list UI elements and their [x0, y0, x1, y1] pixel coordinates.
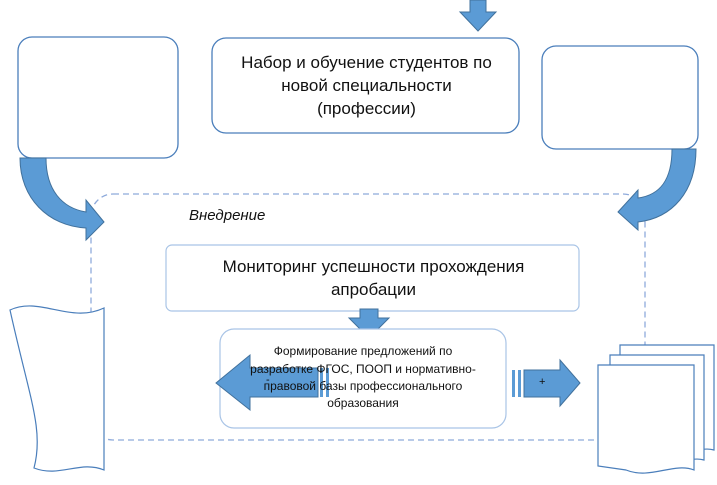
monitoring-box-text: Мониторинг успешности прохождения апроба…	[168, 247, 579, 310]
plus-arrow	[512, 358, 581, 408]
top-down-arrow	[458, 0, 498, 32]
minus-sign: -	[266, 374, 270, 386]
proposals-line-3: правовой базы профессионального	[263, 379, 463, 393]
recruitment-line-2: новой специальности	[281, 76, 452, 96]
proposals-line-1: Формирование предложений по	[273, 344, 453, 359]
right-curved-arrow	[617, 148, 697, 232]
recruitment-box	[211, 37, 520, 134]
recruitment-box-text: Набор и обучение студентов по новой спец…	[214, 40, 519, 133]
right-blank-box	[541, 45, 699, 150]
left-document-shape	[9, 305, 105, 472]
left-curved-arrow	[19, 157, 105, 242]
section-label: Внедрение	[189, 207, 266, 224]
monitoring-line-2: апробации	[330, 279, 417, 299]
minus-arrow	[215, 353, 329, 412]
monitoring-line-1: Мониторинг успешности прохождения	[222, 256, 525, 276]
proposals-line-2: разработке ФГОС, ПООП и нормативно-	[250, 361, 476, 376]
recruitment-line-3: (профессии)	[317, 98, 416, 118]
left-blank-box	[17, 36, 179, 159]
middle-down-arrow	[347, 308, 391, 339]
proposals-box-text: Формирование предложений по разработке Ф…	[232, 334, 494, 422]
proposals-line-4: образования	[327, 396, 399, 411]
recruitment-line-1: Набор и обучение студентов по	[241, 53, 492, 73]
right-documents-stack	[597, 344, 715, 474]
implementation-frame	[90, 193, 646, 441]
plus-sign: +	[539, 376, 546, 388]
proposals-box	[219, 328, 507, 429]
